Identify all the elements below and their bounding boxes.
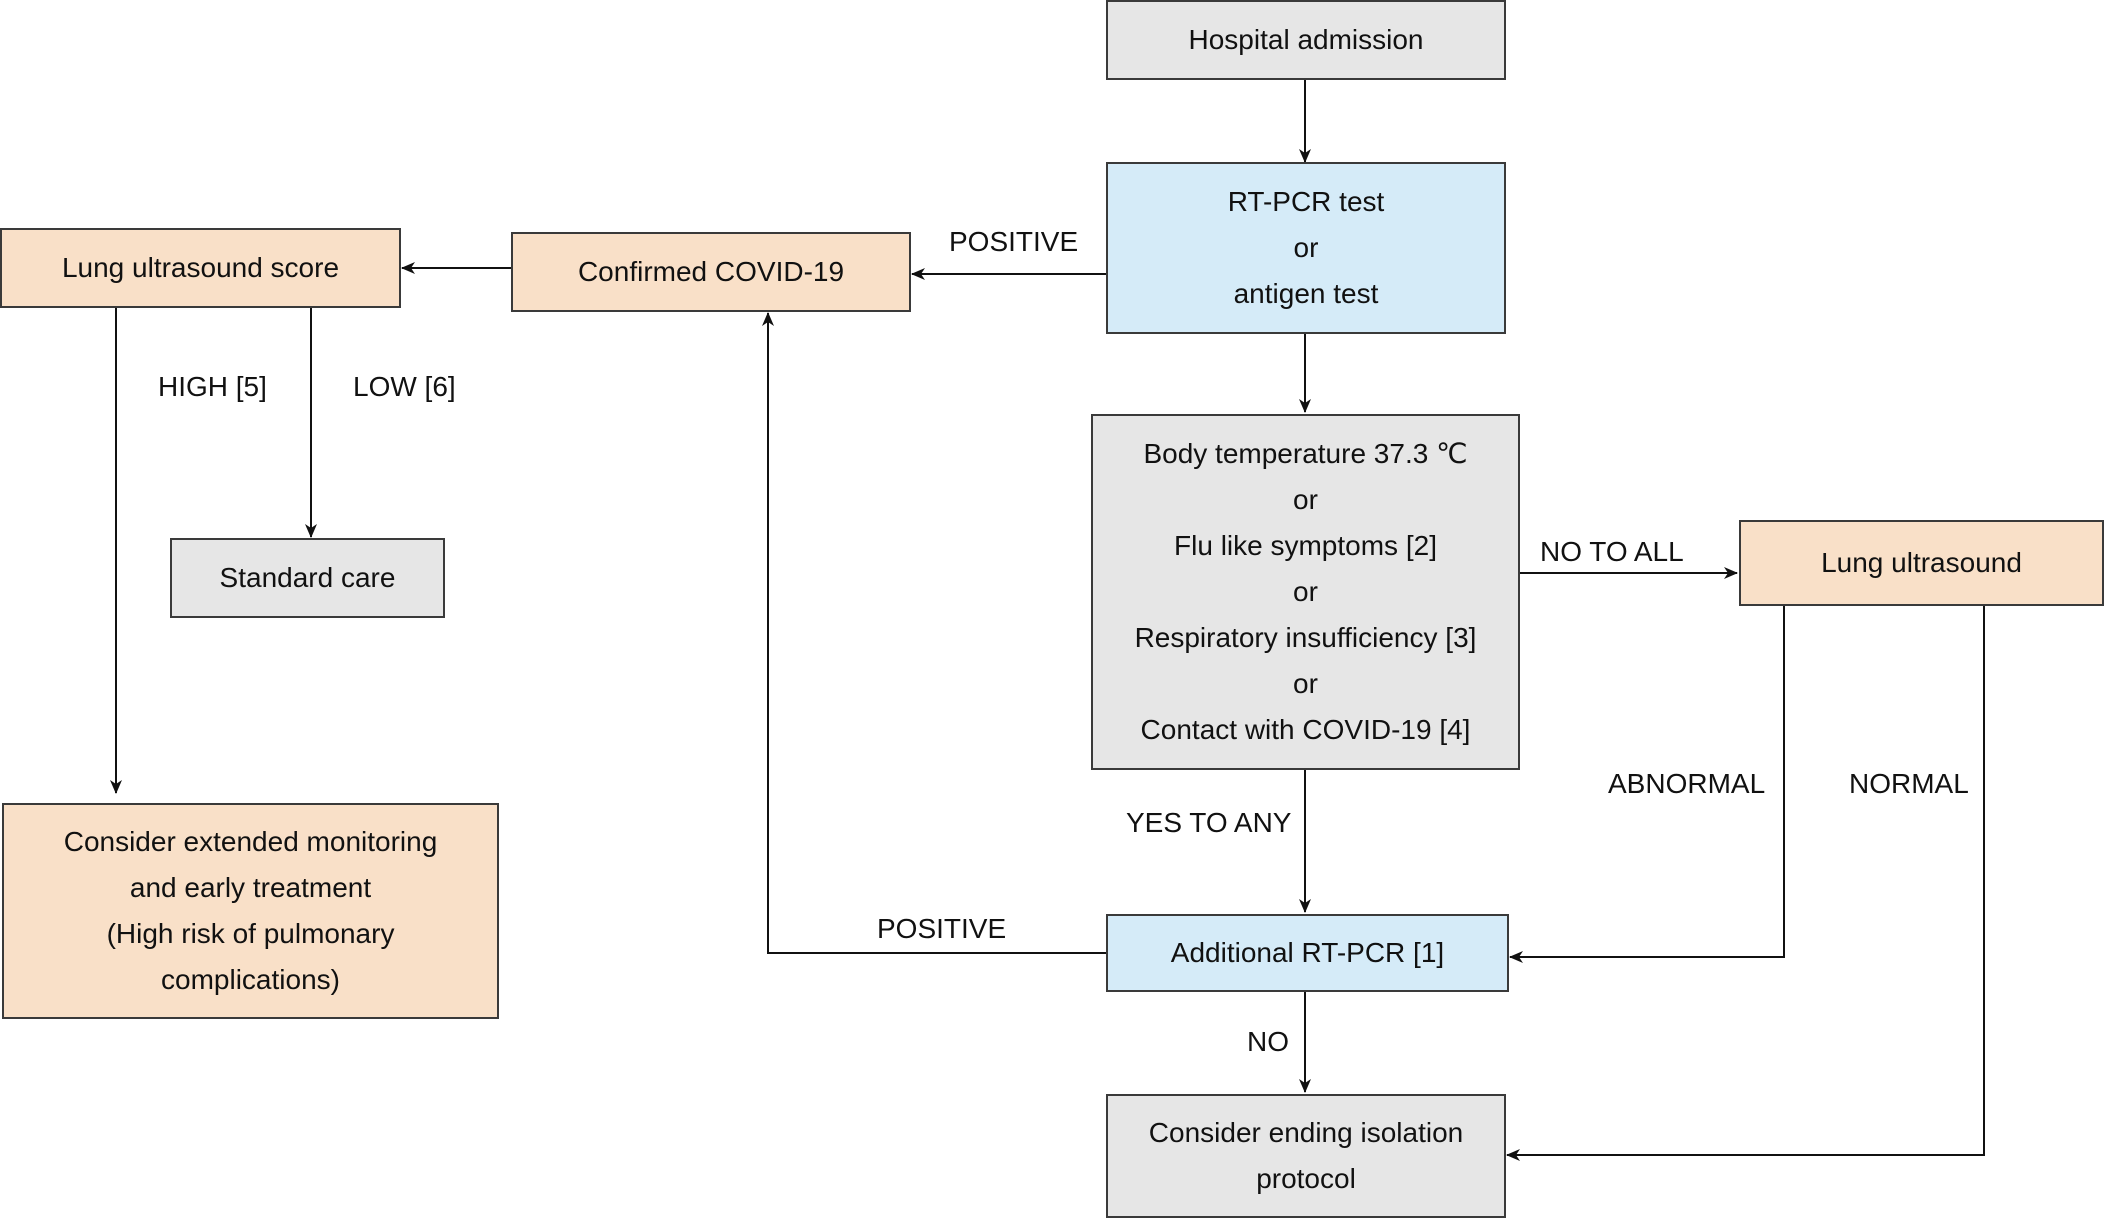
symptom-screen-line-2: or [1293,484,1318,515]
arrow-additional-rtpcr-to-confirmed [762,312,1106,954]
symptom-screen-line-5: Respiratory insufficiency [3] [1134,622,1477,653]
symptom-screen-box: Body temperature 37.3 ℃ or Flu like symp… [1091,414,1520,770]
additional-rtpcr-text: Additional RT-PCR [1] [1170,937,1445,968]
edge-label-no-additional: NO [1247,1026,1289,1057]
edge-label-low-score: LOW [6] [353,371,456,402]
symptom-screen-line-4: or [1293,576,1318,607]
extended-monitoring-line-1: Consider extended monitoring [63,826,438,857]
standard-care-text: Standard care [219,562,396,593]
lung-ultrasound-score-text: Lung ultrasound score [61,252,340,283]
confirmed-covid-text: Confirmed COVID-19 [577,256,845,287]
symptom-screen-line-7: Contact with COVID-19 [4] [1140,714,1471,745]
hospital-admission-box: Hospital admission [1106,0,1506,80]
end-isolation-box: Consider ending isolation protocol [1106,1094,1506,1218]
hospital-admission-text: Hospital admission [1188,24,1424,55]
end-isolation-line-2: protocol [1256,1163,1356,1194]
extended-monitoring-line-2: and early treatment [129,872,372,903]
initial-test-box: RT-PCR test or antigen test [1106,162,1506,334]
arrow-ultrasound-to-end-isolation [1506,606,1985,1161]
lung-ultrasound-score-box: Lung ultrasound score [0,228,401,308]
extended-monitoring-box: Consider extended monitoring and early t… [2,803,499,1019]
lung-ultrasound-text: Lung ultrasound [1821,547,2022,578]
edge-label-normal: NORMAL [1849,768,1969,799]
end-isolation-line-1: Consider ending isolation [1148,1117,1464,1148]
edge-label-yes-to-any: YES TO ANY [1126,807,1292,838]
initial-test-line-1: RT-PCR test [1227,186,1385,217]
additional-rtpcr-box: Additional RT-PCR [1] [1106,914,1509,992]
lung-ultrasound-box: Lung ultrasound [1739,520,2104,606]
edge-label-high-score: HIGH [5] [158,371,267,402]
standard-care-box: Standard care [170,538,445,618]
edge-label-positive-additional: POSITIVE [877,913,1007,944]
confirmed-covid-box: Confirmed COVID-19 [511,232,911,312]
extended-monitoring-line-4: complications) [161,964,340,995]
arrow-ultrasound-to-additional-rtpcr [1509,606,1785,963]
extended-monitoring-line-3: (High risk of pulmonary [106,918,395,949]
edge-label-positive-initial: POSITIVE [949,226,1079,257]
edge-label-no-to-all: NO TO ALL [1540,536,1684,567]
symptom-screen-line-3: Flu like symptoms [2] [1174,530,1437,561]
symptom-screen-line-6: or [1293,668,1318,699]
initial-test-line-2: or [1293,232,1319,263]
initial-test-line-3: antigen test [1233,278,1379,309]
symptom-screen-line-1: Body temperature 37.3 ℃ [1143,438,1468,469]
edge-label-abnormal: ABNORMAL [1608,768,1766,799]
